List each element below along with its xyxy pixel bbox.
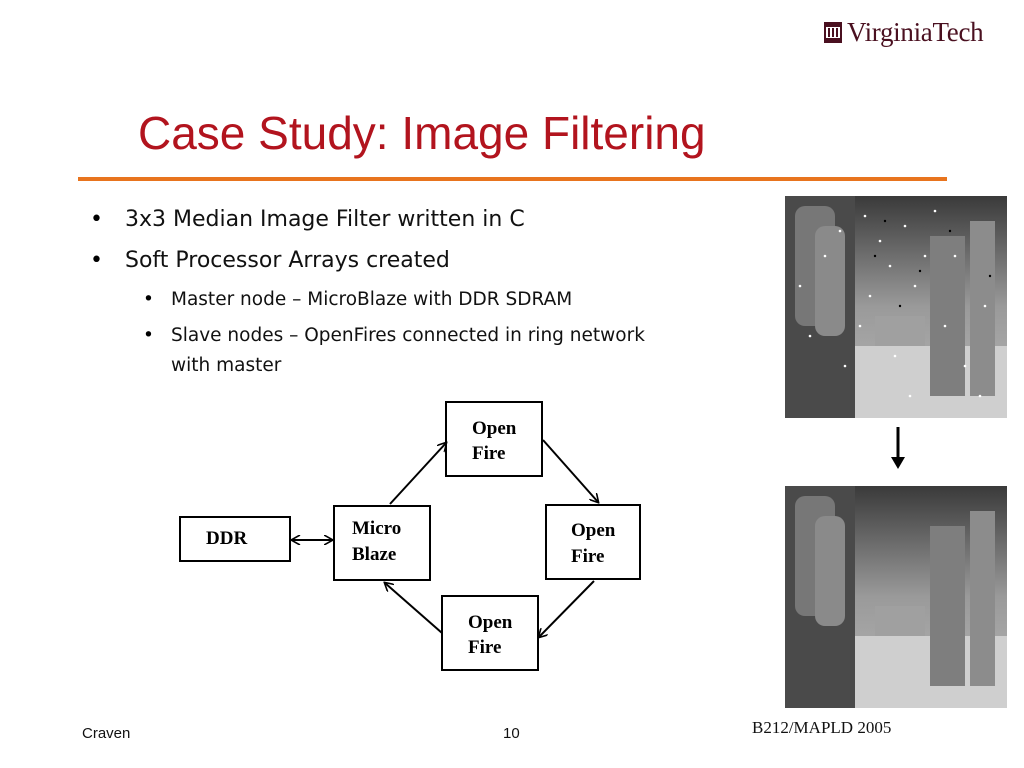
arrow-microblaze-to-top [389,443,446,505]
slide-title: Case Study: Image Filtering [138,107,706,159]
arrow-bottom-to-microblaze [385,583,443,634]
openfire-right-label-line1: Open [571,520,616,541]
noisy-photo [785,196,1007,418]
openfire-bottom-label-line1: Open [468,612,513,633]
shield-icon [824,22,842,43]
sub-bullet-marker: • [143,289,154,310]
microblaze-label-line2: Blaze [352,544,396,565]
arrow-top-to-right [542,439,598,502]
footer-venue: B212/MAPLD 2005 [752,718,892,737]
virginia-tech-logo: VirginiaTech [822,14,984,50]
sub-bullet-item: Master node – MicroBlaze with DDR SDRAM [171,289,573,310]
microblaze-label-line1: Micro [352,518,401,539]
openfire-node-right: Open Fire [545,504,641,580]
openfire-node-top: Open Fire [445,401,543,477]
openfire-right-label-line2: Fire [571,546,604,567]
page-number: 10 [503,725,520,742]
arrow-right-to-bottom [539,580,595,637]
logo-text: VirginiaTech [847,16,984,47]
openfire-bottom-label-line2: Fire [468,637,501,658]
ddr-node: DDR [179,516,291,562]
openfire-node-bottom: Open Fire [441,595,539,671]
openfire-top-label-line1: Open [472,418,517,439]
bullet-marker: • [90,248,103,273]
microblaze-node: Micro Blaze [333,505,431,581]
bullet-marker: • [90,207,103,232]
sub-bullet-marker: • [143,325,154,346]
openfire-top-label-line2: Fire [472,443,505,464]
ddr-label: DDR [206,528,247,549]
bullet-item: Soft Processor Arrays created [125,248,450,273]
bullet-item: 3x3 Median Image Filter written in C [125,207,525,232]
footer-author: Craven [82,725,131,742]
processor-ring-diagram: DDR Micro Blaze Open Fire Open Fire Open… [179,401,641,671]
title-rule [78,177,947,181]
arrow-down-icon [891,427,905,469]
filtered-photo [785,486,1007,708]
sub-bullet-item: Slave nodes – OpenFires connected in rin… [171,325,645,346]
sub-bullet-continuation: with master [171,355,282,376]
